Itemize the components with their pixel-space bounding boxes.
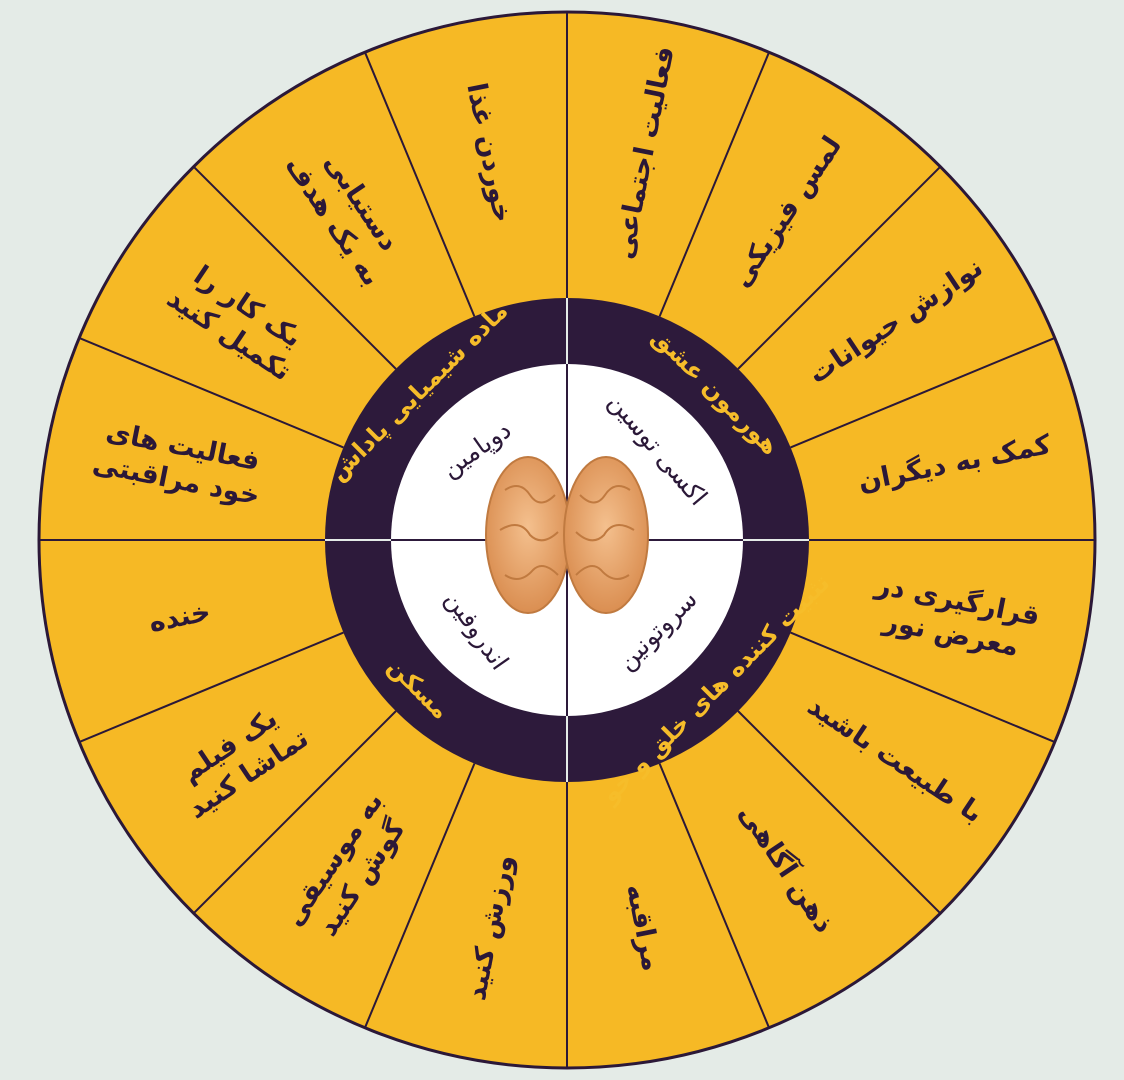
segment-divider (78, 631, 344, 743)
segment-divider (790, 337, 1056, 449)
segment-divider (192, 165, 397, 370)
segment-divider (737, 710, 942, 915)
segment-dividers (39, 12, 1095, 1068)
segment-divider (658, 51, 770, 317)
segment-divider (737, 165, 942, 370)
segment-divider (364, 51, 476, 317)
segment-divider (790, 631, 1056, 743)
segment-divider (658, 763, 770, 1029)
brain-icon (485, 456, 649, 614)
segment-divider (364, 763, 476, 1029)
segment-divider (78, 337, 344, 449)
segment-divider (192, 710, 397, 915)
